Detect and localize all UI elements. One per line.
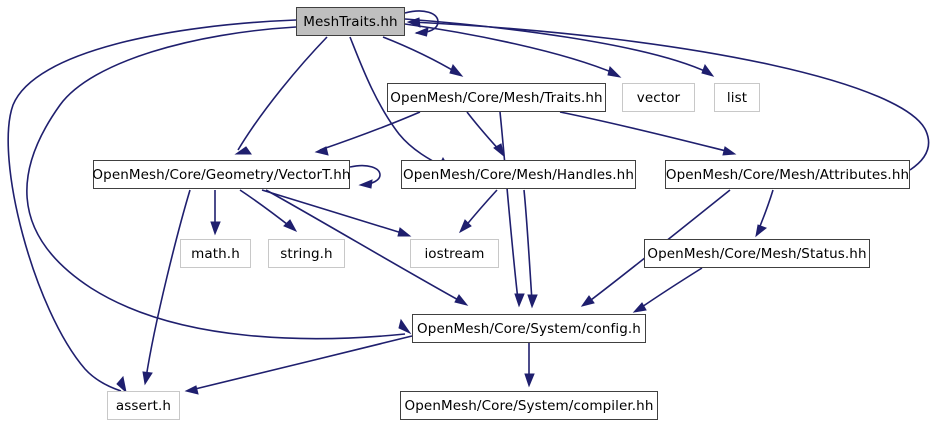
graph-node-attributes[interactable]: OpenMesh/Core/Mesh/Attributes.hh (665, 160, 910, 189)
graph-edge (261, 189, 412, 237)
graph-edge (7, 19, 297, 394)
graph-edge (632, 267, 703, 313)
graph-node-vector[interactable]: vector (622, 83, 695, 112)
graph-edge (755, 189, 774, 238)
graph-edge (26, 26, 412, 340)
graph-node-string[interactable]: string.h (268, 239, 345, 268)
graph-node-label: list (726, 89, 748, 106)
graph-node-list[interactable]: list (714, 83, 760, 112)
graph-node-label: OpenMesh/Core/Mesh/Status.hh (647, 245, 867, 262)
graph-edge (523, 189, 538, 309)
graph-node-traits[interactable]: OpenMesh/Core/Mesh/Traits.hh (387, 83, 606, 112)
graph-node-label: MeshTraits.hh (303, 13, 398, 30)
graph-edge (404, 23, 622, 78)
graph-node-vectort[interactable]: OpenMesh/Core/Geometry/VectorT.hh (92, 160, 351, 189)
graph-node-label: vector (636, 89, 681, 106)
graph-edge (559, 111, 737, 156)
graph-edge (314, 111, 421, 156)
graph-edge (265, 189, 469, 306)
graph-edge (239, 189, 298, 233)
graph-edge (524, 343, 535, 388)
graph-edge (458, 189, 498, 234)
graph-node-iostream[interactable]: iostream (410, 239, 499, 268)
graph-node-meshtraits[interactable]: MeshTraits.hh (296, 7, 405, 36)
graph-node-label: string.h (280, 245, 333, 262)
graph-node-label: OpenMesh/Core/Mesh/Attributes.hh (665, 166, 910, 183)
graph-node-assert[interactable]: assert.h (107, 391, 180, 420)
graph-edge (210, 190, 221, 236)
graph-edge (184, 335, 413, 395)
graph-node-label: OpenMesh/Core/Mesh/Handles.hh (403, 166, 634, 183)
graph-edge (382, 36, 464, 77)
graph-node-label: OpenMesh/Core/System/config.h (417, 320, 641, 337)
graph-node-handles[interactable]: OpenMesh/Core/Mesh/Handles.hh (401, 160, 636, 189)
graph-node-math[interactable]: math.h (180, 239, 251, 268)
graph-edge (349, 164, 381, 189)
graph-node-compiler[interactable]: OpenMesh/Core/System/compiler.hh (400, 391, 658, 420)
graph-node-label: OpenMesh/Core/System/compiler.hh (404, 397, 654, 414)
graph-edge (406, 17, 930, 171)
graph-node-status[interactable]: OpenMesh/Core/Mesh/Status.hh (644, 239, 870, 268)
graph-node-label: iostream (424, 245, 485, 262)
graph-edge (404, 18, 715, 77)
graph-node-label: OpenMesh/Core/Geometry/VectorT.hh (92, 166, 351, 183)
graph-edge (466, 111, 505, 158)
graph-edge (234, 36, 328, 155)
graph-edge (499, 111, 525, 308)
graph-node-label: OpenMesh/Core/Mesh/Traits.hh (390, 89, 603, 106)
graph-node-label: math.h (191, 245, 240, 262)
graph-node-config[interactable]: OpenMesh/Core/System/config.h (412, 314, 646, 343)
graph-node-label: assert.h (115, 397, 172, 414)
graph-edge (142, 189, 191, 386)
